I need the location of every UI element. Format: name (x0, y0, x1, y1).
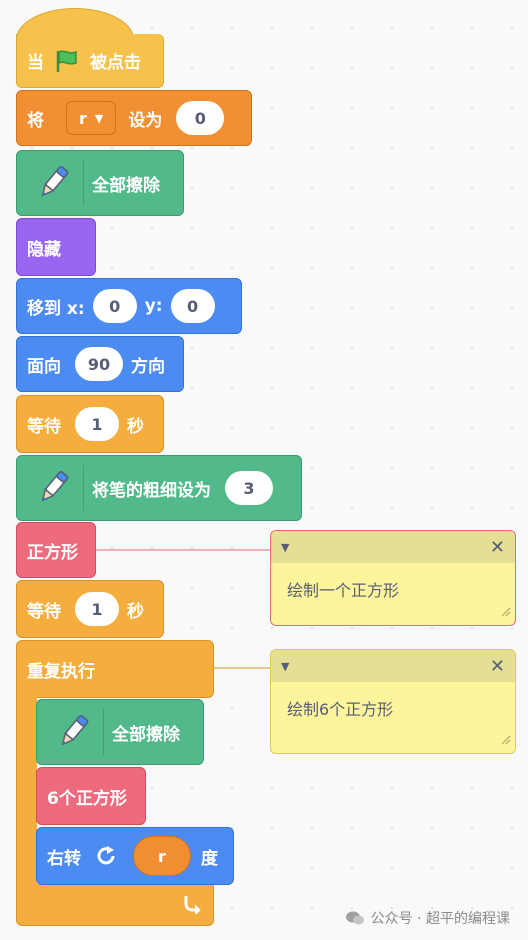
x-input[interactable]: 0 (92, 289, 137, 323)
turn-label: 右转 (47, 848, 81, 869)
seconds-label: 秒 (127, 416, 144, 437)
goto-xy-block[interactable]: 移到 x: 0 y: 0 (16, 278, 242, 334)
resize-handle-icon[interactable] (499, 730, 511, 749)
pen-size-block[interactable]: 将笔的粗细设为 3 (16, 455, 302, 521)
pen-clear-block[interactable]: 全部擦除 (16, 150, 184, 216)
pen-size-input[interactable]: 3 (225, 471, 273, 505)
when-flag-clicked-block[interactable]: 当 被点击 (16, 34, 164, 88)
to-label: 设为 (128, 110, 163, 131)
chevron-down-icon: ▼ (94, 111, 104, 125)
goto-label: 移到 x: (27, 298, 85, 319)
seconds-label: 秒 (127, 601, 144, 622)
rotate-clockwise-icon (95, 844, 119, 868)
wait-block[interactable]: 等待 1 秒 (16, 395, 164, 453)
collapse-icon[interactable]: ▼ (281, 540, 290, 554)
clear-label: 全部擦除 (92, 175, 160, 196)
collapse-icon[interactable]: ▼ (281, 659, 290, 673)
variable-name: r (79, 108, 87, 128)
forever-foot (16, 884, 214, 926)
square-label: 正方形 (27, 542, 78, 563)
wechat-icon (345, 910, 365, 926)
direction-suffix: 方向 (131, 356, 165, 377)
point-direction-block[interactable]: 面向 90 方向 (16, 336, 184, 392)
set-variable-block[interactable]: 将 r ▼ 设为 0 (16, 90, 252, 146)
turn-right-block[interactable]: 右转 r 度 (36, 827, 234, 885)
clear-label: 全部擦除 (112, 724, 180, 745)
resize-handle-icon[interactable] (499, 602, 511, 621)
green-flag-icon (54, 48, 80, 74)
loop-arrow-icon (181, 892, 203, 918)
pen-icon (23, 160, 84, 206)
wait-seconds-input[interactable]: 1 (75, 592, 119, 626)
when-label: 当 (27, 53, 44, 73)
degrees-label: 度 (201, 848, 218, 869)
y-label: y: (144, 296, 163, 316)
forever-block[interactable]: 重复执行 (16, 640, 214, 698)
comment-text[interactable]: 绘制一个正方形 (287, 581, 400, 600)
forever-label: 重复执行 (27, 661, 95, 682)
comment-six-squares[interactable]: ▼ ✕ 绘制6个正方形 (270, 649, 516, 754)
variable-dropdown[interactable]: r ▼ (66, 101, 117, 135)
y-input[interactable]: 0 (170, 289, 215, 323)
close-icon[interactable]: ✕ (489, 536, 505, 558)
pen-size-label: 将笔的粗细设为 (92, 480, 211, 501)
comment-square[interactable]: ▼ ✕ 绘制一个正方形 (270, 530, 516, 626)
watermark-text: 公众号 · 超平的编程课 (370, 911, 510, 927)
hide-label: 隐藏 (27, 239, 61, 260)
set-value-input[interactable]: 0 (176, 101, 225, 135)
six-squares-label: 6个正方形 (47, 788, 127, 809)
square-custom-block[interactable]: 正方形 (16, 522, 96, 578)
pen-icon (23, 465, 84, 511)
turn-variable-reporter[interactable]: r (133, 836, 191, 876)
watermark: 公众号 · 超平的编程课 (345, 908, 510, 928)
direction-input[interactable]: 90 (75, 347, 123, 381)
comment-header[interactable]: ▼ ✕ (271, 650, 515, 682)
wait-label: 等待 (27, 416, 61, 437)
wait-seconds-input[interactable]: 1 (75, 407, 119, 441)
point-label: 面向 (27, 356, 61, 377)
pen-icon (43, 709, 104, 755)
clicked-label: 被点击 (90, 53, 141, 73)
comment-text[interactable]: 绘制6个正方形 (287, 700, 394, 719)
set-label: 将 (27, 110, 44, 131)
pen-clear-block-2[interactable]: 全部擦除 (36, 699, 204, 765)
comment-header[interactable]: ▼ ✕ (271, 531, 515, 563)
forever-arm (16, 697, 37, 885)
hide-block[interactable]: 隐藏 (16, 218, 96, 276)
close-icon[interactable]: ✕ (489, 655, 505, 677)
wait-block-2[interactable]: 等待 1 秒 (16, 580, 164, 638)
wait-label: 等待 (27, 601, 61, 622)
six-squares-custom-block[interactable]: 6个正方形 (36, 767, 146, 825)
